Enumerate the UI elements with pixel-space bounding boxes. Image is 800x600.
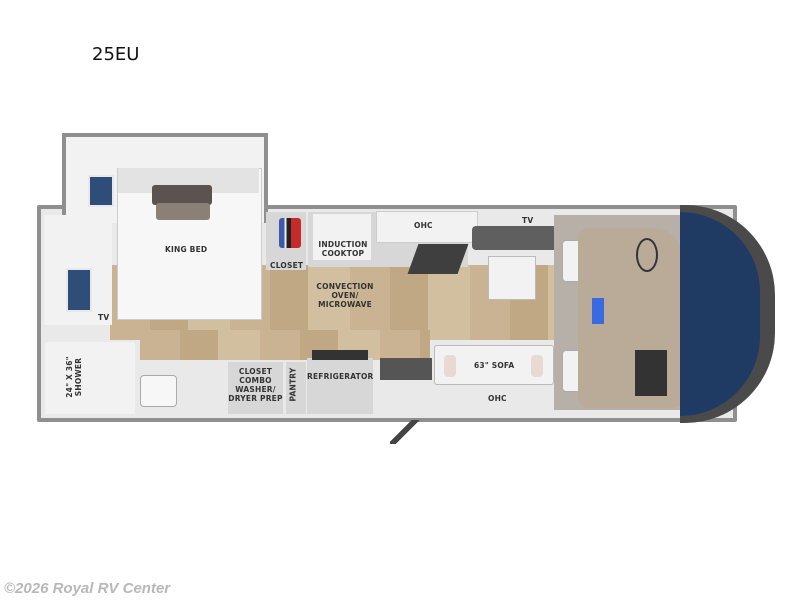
closet-washer-label: CLOSET COMBO WASHER/ DRYER PREP (228, 367, 283, 403)
living-tv-label: TV (522, 216, 534, 225)
refrigerator-label: REFRIGERATOR (307, 372, 374, 381)
sofa-pillow-icon (444, 355, 456, 377)
entry-door-icon (390, 420, 420, 444)
dinette-table (488, 256, 536, 300)
pantry-label: PANTRY (288, 367, 298, 402)
sofa-pillow-icon-2 (531, 355, 543, 377)
induction-cooktop (313, 214, 371, 260)
pillow-icon (152, 185, 212, 205)
pantry (286, 362, 306, 414)
closet-label: CLOSET (270, 261, 304, 270)
ohc-sofa-label: OHC (488, 394, 507, 403)
refrigerator-top (312, 350, 368, 360)
ohc-kitchen (376, 211, 478, 243)
slideout-window (88, 175, 114, 207)
dinette-seat (472, 226, 557, 250)
model-title: 25EU (92, 44, 140, 65)
shower-label: 24" X 36" SHOWER (65, 356, 83, 398)
bath-sink-icon (140, 375, 177, 407)
dash-screen-icon (592, 298, 604, 324)
dash-cabinet (635, 350, 667, 396)
pillow-icon-2 (156, 203, 210, 220)
induction-cooktop-label: INDUCTION COOKTOP (318, 240, 368, 258)
fireplace-icon (380, 358, 432, 380)
sofa-label: 63" SOFA (474, 361, 515, 370)
shower (45, 342, 135, 414)
steering-wheel-icon (636, 238, 658, 272)
ohc-kitchen-label: OHC (414, 221, 433, 230)
refrigerator (307, 358, 373, 414)
convection-oven-label: CONVECTION OVEN/ MICROWAVE (316, 282, 374, 309)
bedroom-tv-label: TV (98, 313, 110, 322)
bedroom-tv-icon (66, 268, 92, 312)
watermark: ©2026 Royal RV Center (4, 580, 171, 597)
closet-washer (228, 362, 283, 414)
wood-floor-lower (140, 330, 430, 360)
king-bed-label: KING BED (165, 245, 208, 254)
hanging-clothes-icon (279, 218, 301, 248)
